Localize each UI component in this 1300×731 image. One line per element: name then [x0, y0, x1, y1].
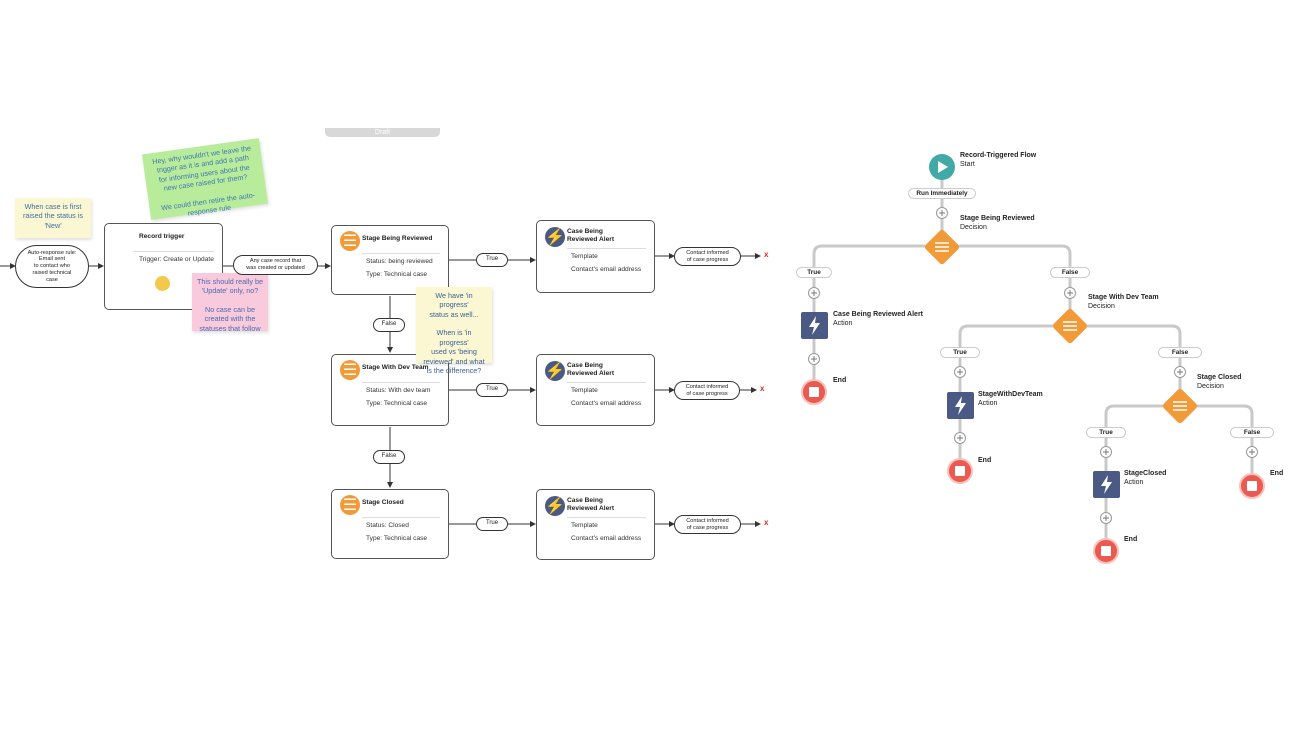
- decision-icon: ☰: [340, 495, 360, 515]
- alert-email: Contact's email address: [571, 400, 642, 407]
- alert-card[interactable]: ⚡ Case Being Reviewed Alert Template Con…: [536, 489, 655, 560]
- decision-icon: ☰: [340, 231, 360, 251]
- alert-email: Contact's email address: [571, 266, 642, 273]
- stage-with-dev-team-card[interactable]: ☰ Stage With Dev Team Status: With dev t…: [331, 354, 449, 426]
- false-branch-label[interactable]: False: [1158, 347, 1202, 358]
- end-label: End: [978, 457, 992, 464]
- decision-icon: ☰: [340, 360, 360, 380]
- stage-being-reviewed-card[interactable]: ☰ Stage Being Reviewed Status: being rev…: [331, 225, 449, 295]
- stage-closed-card[interactable]: ☰ Stage Closed Status: Closed Type: Tech…: [331, 489, 449, 559]
- true-branch-label: True: [476, 517, 508, 531]
- stage-status: Status: Closed: [366, 522, 409, 529]
- false-branch-label: False: [373, 318, 405, 332]
- alert-template: Template: [571, 387, 598, 394]
- contact-informed-label: Contact informed of case progress: [674, 247, 741, 266]
- true-branch-label[interactable]: True: [1086, 427, 1126, 438]
- auto-response-node[interactable]: Auto-response rule: Email sent to contac…: [15, 245, 89, 288]
- start-node[interactable]: [929, 154, 955, 180]
- play-icon: [938, 161, 948, 173]
- false-branch-label[interactable]: False: [1050, 267, 1090, 278]
- true-branch-label: True: [476, 383, 508, 397]
- end-label: End: [833, 377, 847, 384]
- calendar-icon: [155, 276, 170, 291]
- left-connector-lines: [0, 253, 761, 527]
- alert-email: Contact's email address: [571, 535, 642, 542]
- stage-type: Type: Technical case: [366, 535, 428, 542]
- right-connector-lines: [812, 178, 1254, 542]
- lightning-icon: ⚡: [545, 227, 565, 247]
- alert-title: Case Being Reviewed Alert: [567, 497, 615, 512]
- true-branch-label[interactable]: True: [940, 347, 980, 358]
- lightning-icon: ⚡: [545, 496, 565, 516]
- sticky-note-in-progress: We have 'in progress' status as well... …: [416, 287, 492, 375]
- sticky-note-update-only: This should really be 'Update' only, no?…: [192, 273, 268, 333]
- add-element-plus-icons: [811, 210, 1255, 521]
- contact-informed-label: Contact informed of case progress: [674, 381, 740, 400]
- record-trigger-subtitle: Trigger: Create or Update: [139, 256, 214, 263]
- alert-card[interactable]: ⚡ Case Being Reviewed Alert Template Con…: [536, 220, 655, 293]
- true-branch-label[interactable]: True: [796, 267, 832, 278]
- alert-template: Template: [571, 522, 598, 529]
- false-branch-label[interactable]: False: [1230, 427, 1274, 438]
- lightning-icon: [809, 316, 1112, 494]
- end-label: End: [1124, 536, 1138, 543]
- contact-informed-label: Contact informed of case progress: [674, 515, 741, 534]
- lightning-icon: ⚡: [545, 361, 565, 381]
- run-immediately-label[interactable]: Run Immediately: [908, 188, 976, 199]
- end-x-mark: x: [764, 518, 769, 527]
- alert-title: Case Being Reviewed Alert: [567, 228, 615, 243]
- alert-title: Case Being Reviewed Alert: [567, 362, 615, 377]
- stage-type: Type: Technical case: [366, 400, 428, 407]
- stage-type: Type: Technical case: [366, 271, 428, 278]
- stage-title: Stage Closed: [362, 499, 404, 507]
- end-x-mark: x: [764, 250, 769, 259]
- end-label: End: [1270, 470, 1284, 477]
- stage-status: Status: being reviewed: [366, 258, 433, 265]
- stage-title: Stage Being Reviewed: [362, 235, 433, 243]
- draft-tab[interactable]: Draft: [325, 128, 440, 137]
- add-element-buttons[interactable]: [808, 207, 1258, 524]
- stage-status: Status: With dev team: [366, 387, 431, 394]
- decision-icon: [935, 242, 1187, 411]
- stop-icon: [809, 387, 1257, 556]
- false-branch-label: False: [373, 450, 405, 464]
- true-branch-label: True: [476, 253, 508, 267]
- alert-template: Template: [571, 253, 598, 260]
- sticky-note-first-status: When case is first raised the status is …: [15, 198, 91, 238]
- auto-response-label: Auto-response rule: Email sent to contac…: [27, 249, 77, 283]
- stage-title: Stage With Dev Team: [362, 364, 429, 372]
- trigger-condition-label: Any case record that was created or upda…: [233, 255, 318, 275]
- record-trigger-title: Record trigger: [139, 233, 185, 241]
- end-x-mark: x: [760, 384, 765, 393]
- alert-card[interactable]: ⚡ Case Being Reviewed Alert Template Con…: [536, 354, 655, 426]
